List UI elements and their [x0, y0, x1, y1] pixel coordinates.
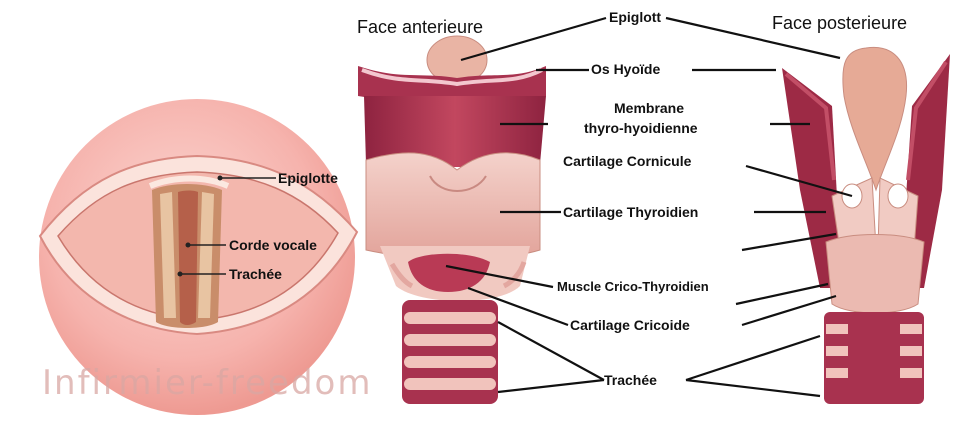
posterior-cricoid [826, 235, 924, 314]
label-trachee-center: Trachée [604, 372, 657, 388]
label-epiglott: Epiglott [609, 9, 661, 25]
posterior-ring-l2 [826, 346, 848, 356]
posterior-larynx [782, 47, 950, 404]
anterior-trachea-ring-1 [404, 312, 496, 324]
leader-trachee-anterior-2 [498, 380, 604, 392]
title-face-anterieure: Face anterieure [357, 17, 483, 37]
label-os-hyoide: Os Hyoïde [591, 61, 660, 77]
title-face-posterieure: Face posterieure [772, 13, 907, 33]
label-corde-vocale: Corde vocale [229, 237, 317, 253]
anterior-thyroid-cartilage [366, 153, 540, 259]
label-cartilage-thyroidien: Cartilage Thyroidien [563, 204, 698, 220]
corniculate-right [888, 184, 908, 208]
label-trachee-left: Trachée [229, 266, 282, 282]
glottis-view: Epiglotte Corde vocale Trachée Infirmier… [39, 99, 372, 415]
anterior-trachea-ring-4 [404, 378, 496, 390]
watermark: Infirmier-freedom [42, 363, 372, 403]
corde-vocale-dot [186, 243, 191, 248]
anterior-larynx [358, 36, 546, 404]
posterior-ring-r2 [900, 346, 922, 356]
anterior-trachea-ring-3 [404, 356, 496, 368]
epiglotte-dot [218, 176, 223, 181]
posterior-ring-l1 [826, 324, 848, 334]
label-membrane-line2: thyro-hyoidienne [584, 120, 698, 136]
glottis-opening [178, 191, 198, 326]
label-cartilage-cricoide: Cartilage Cricoide [570, 317, 690, 333]
posterior-ring-r1 [900, 324, 922, 334]
label-epiglotte: Epiglotte [278, 170, 338, 186]
leader-trachee-posterior-2 [686, 380, 820, 396]
label-membrane-line1: Membrane [614, 100, 684, 116]
posterior-ring-l3 [826, 368, 848, 378]
label-muscle-crico-thyroidien: Muscle Crico-Thyroidien [557, 279, 709, 294]
posterior-epiglottis [843, 47, 907, 190]
posterior-ring-r3 [900, 368, 922, 378]
trachee-left-dot [178, 272, 183, 277]
leader-muscle-crico-posterior [736, 284, 828, 304]
leader-trachee-posterior-1 [686, 336, 820, 380]
anterior-trachea-ring-2 [404, 334, 496, 346]
label-cartilage-cornicule: Cartilage Cornicule [563, 153, 692, 169]
